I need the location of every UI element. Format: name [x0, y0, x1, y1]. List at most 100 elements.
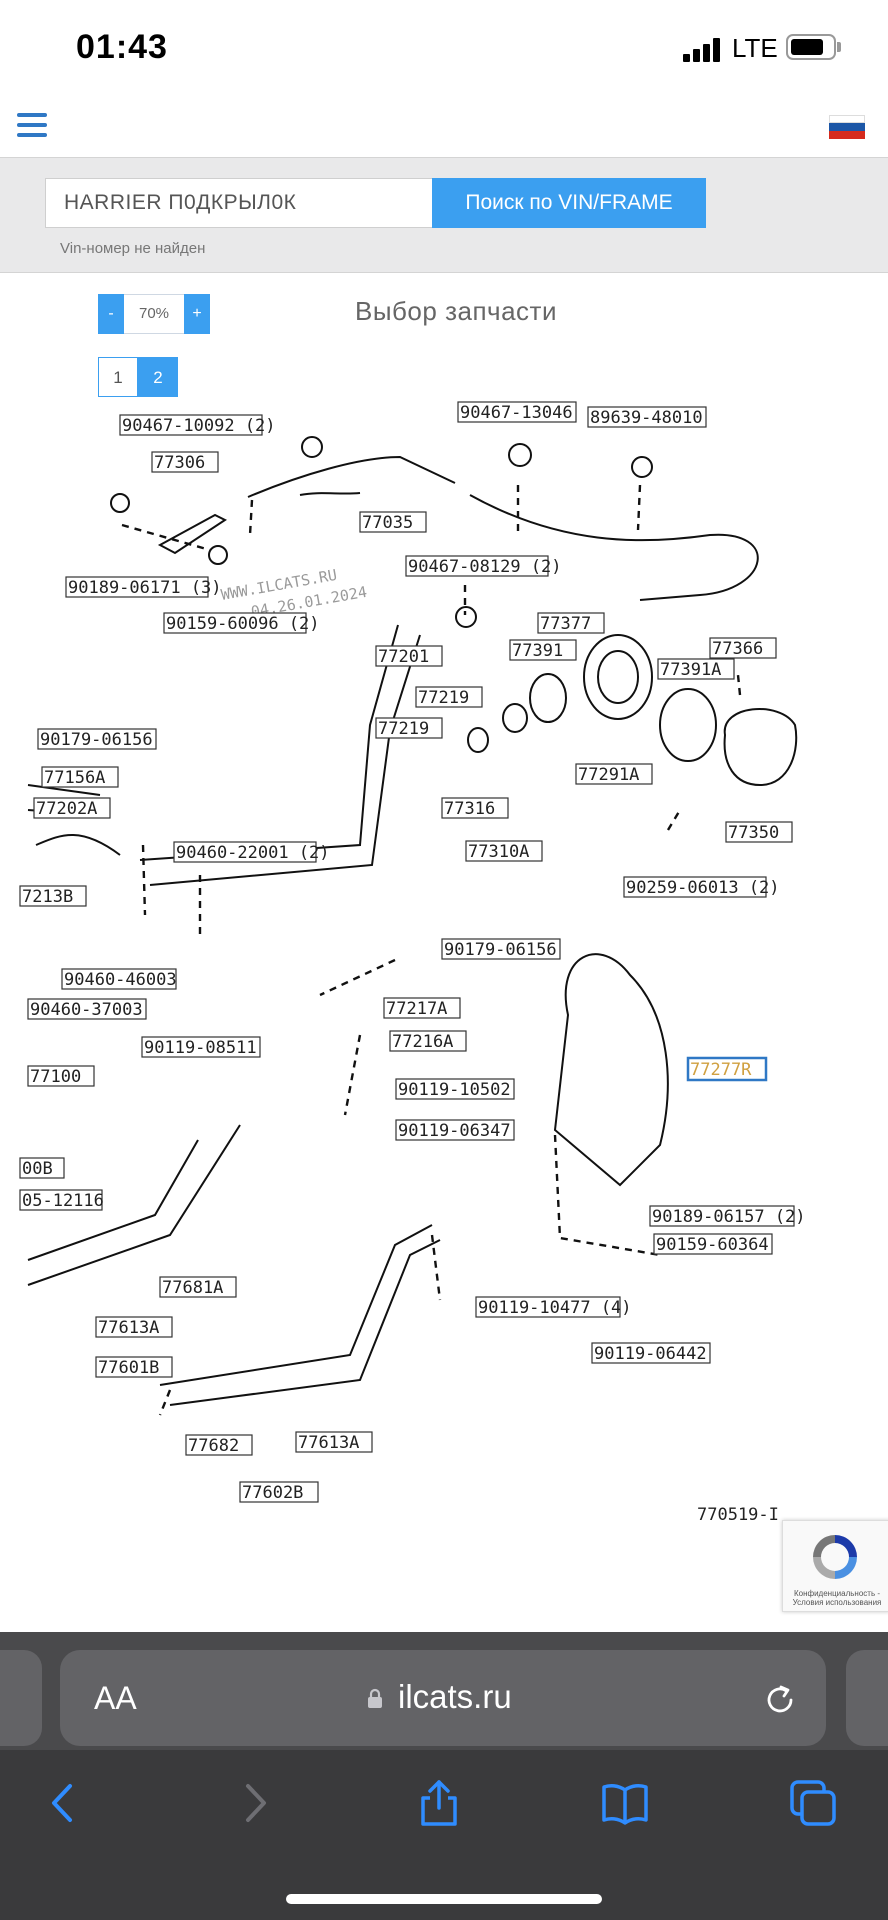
- diagram-pager: 1 2: [98, 357, 178, 397]
- part-label[interactable]: 90119-10477 (4): [475, 1296, 632, 1318]
- part-label[interactable]: 77216A: [389, 1030, 467, 1052]
- svg-text:77601B: 77601B: [98, 1358, 159, 1378]
- leader-line: [636, 484, 642, 531]
- zoom-in-button[interactable]: +: [184, 294, 210, 334]
- svg-text:90189-06171 (3): 90189-06171 (3): [68, 578, 222, 598]
- part-label[interactable]: 77219: [415, 686, 483, 708]
- svg-text:77681A: 77681A: [162, 1278, 223, 1298]
- part-label[interactable]: 90179-06156: [441, 938, 561, 960]
- part-label[interactable]: 90460-37003: [27, 998, 147, 1020]
- part-label[interactable]: 90460-22001 (2): [173, 841, 330, 863]
- vin-search-button[interactable]: Поиск по VIN/FRAME: [432, 178, 706, 228]
- part-label[interactable]: 77291A: [575, 763, 653, 785]
- part-label[interactable]: 77156A: [41, 766, 119, 788]
- leader-line: [343, 1034, 362, 1116]
- clamp-77316b: [467, 727, 489, 753]
- svg-text:05-12116: 05-12116: [22, 1191, 104, 1211]
- svg-text:77156A: 77156A: [44, 768, 105, 788]
- parts-diagram-svg: WWW.ILCATS.RU 04.26.01.2024 90467-10092 …: [19, 401, 806, 1525]
- cable-end: [299, 492, 361, 496]
- part-label[interactable]: 77202A: [33, 797, 111, 819]
- hamburger-menu-icon[interactable]: [17, 113, 47, 137]
- part-label[interactable]: 77100: [27, 1065, 95, 1087]
- part-label[interactable]: 77035: [359, 511, 427, 533]
- part-label[interactable]: 90179-06156: [37, 728, 157, 750]
- status-time: 01:43: [76, 28, 168, 66]
- reload-icon[interactable]: [760, 1680, 800, 1720]
- part-label[interactable]: 77316: [441, 797, 509, 819]
- previous-tab-preview[interactable]: [0, 1650, 42, 1746]
- part-label[interactable]: 77201: [375, 645, 443, 667]
- part-label[interactable]: 90119-08511: [141, 1036, 261, 1058]
- svg-text:77613A: 77613A: [298, 1433, 359, 1453]
- bookmarks-icon[interactable]: [600, 1778, 650, 1828]
- svg-text:90159-60096 (2): 90159-60096 (2): [166, 614, 320, 634]
- part-label[interactable]: 90119-10502: [395, 1078, 515, 1100]
- hose-left: [35, 834, 121, 856]
- tabs-icon[interactable]: [788, 1778, 838, 1828]
- page-1-button[interactable]: 1: [98, 357, 138, 397]
- part-label[interactable]: 90159-60364: [653, 1233, 773, 1255]
- part-label[interactable]: 77613A: [95, 1316, 173, 1338]
- fuel-panel-77277r: [553, 953, 669, 1187]
- part-label[interactable]: 77601B: [95, 1356, 173, 1378]
- tank-band-77602b-b: [169, 1239, 441, 1406]
- part-label[interactable]: 90259-06013 (2): [623, 876, 780, 898]
- tank-band-77601b-a: [27, 1139, 199, 1261]
- url-domain[interactable]: ilcats.ru: [398, 1678, 512, 1715]
- part-label[interactable]: 77613A: [295, 1431, 373, 1453]
- russia-flag-icon[interactable]: [829, 115, 865, 139]
- svg-text:77277R: 77277R: [690, 1060, 752, 1080]
- part-label[interactable]: 77350: [725, 821, 793, 843]
- part-label[interactable]: 77219: [375, 717, 443, 739]
- part-label[interactable]: 05-12116: [19, 1189, 104, 1211]
- fuel-cap-77291a: [583, 634, 653, 720]
- back-icon[interactable]: [38, 1778, 88, 1828]
- svg-text:90460-37003: 90460-37003: [30, 1000, 143, 1020]
- part-label[interactable]: 90467-10092 (2): [119, 414, 276, 436]
- svg-text:77377: 77377: [540, 614, 591, 634]
- fuel-cap-inner: [597, 650, 639, 704]
- part-label[interactable]: 90159-60096 (2): [163, 612, 320, 634]
- svg-text:77306: 77306: [154, 453, 205, 473]
- svg-text:90467-13046: 90467-13046: [460, 403, 573, 423]
- part-label[interactable]: 90119-06347: [395, 1119, 515, 1141]
- svg-text:90119-06442: 90119-06442: [594, 1344, 707, 1364]
- part-label-highlighted[interactable]: 77277R: [686, 1056, 768, 1082]
- next-tab-preview[interactable]: [846, 1650, 888, 1746]
- part-label[interactable]: 77366: [709, 637, 777, 659]
- svg-text:77391A: 77391A: [660, 660, 721, 680]
- zoom-out-button[interactable]: -: [98, 294, 124, 334]
- vin-search-input[interactable]: HARRIER П0ДКРЫЛ0К: [45, 178, 433, 228]
- part-label[interactable]: 7213B: [19, 885, 87, 907]
- part-label[interactable]: 77602B: [239, 1481, 319, 1503]
- page-2-button[interactable]: 2: [138, 357, 178, 397]
- part-label[interactable]: 90189-06157 (2): [649, 1205, 806, 1227]
- forward-icon[interactable]: [230, 1778, 280, 1828]
- part-label[interactable]: 90467-08129 (2): [405, 555, 562, 577]
- recaptcha-badge[interactable]: Конфиденциальность - Условия использован…: [782, 1520, 888, 1612]
- clamp-77316: [502, 703, 528, 733]
- recaptcha-text[interactable]: Конфиденциальность - Условия использован…: [792, 1589, 882, 1607]
- address-bar[interactable]: AA ilcats.ru: [60, 1650, 826, 1746]
- part-label[interactable]: 77681A: [159, 1276, 237, 1298]
- part-label[interactable]: 77306: [151, 451, 219, 473]
- text-size-button[interactable]: AA: [94, 1680, 137, 1716]
- svg-text:90259-06013 (2): 90259-06013 (2): [626, 878, 780, 898]
- part-label[interactable]: 90119-06442: [591, 1342, 711, 1364]
- part-label[interactable]: 90460-46003: [61, 968, 177, 990]
- tank-band-77601b-b: [27, 1124, 241, 1286]
- part-label[interactable]: 90189-06171 (3): [65, 576, 222, 598]
- part-label[interactable]: 77391A: [657, 658, 735, 680]
- leader-line: [121, 523, 211, 552]
- share-icon[interactable]: [414, 1778, 464, 1828]
- part-label[interactable]: 89639-48010: [587, 406, 707, 428]
- part-label[interactable]: 77391: [509, 639, 577, 661]
- part-label[interactable]: 77310A: [465, 840, 543, 862]
- hose-upper: [27, 784, 101, 796]
- part-label[interactable]: 77377: [537, 612, 605, 634]
- part-label[interactable]: 77682: [185, 1434, 253, 1456]
- part-label[interactable]: 77217A: [383, 997, 461, 1019]
- part-label[interactable]: 90467-13046: [457, 401, 577, 423]
- part-label[interactable]: 00B: [19, 1157, 65, 1179]
